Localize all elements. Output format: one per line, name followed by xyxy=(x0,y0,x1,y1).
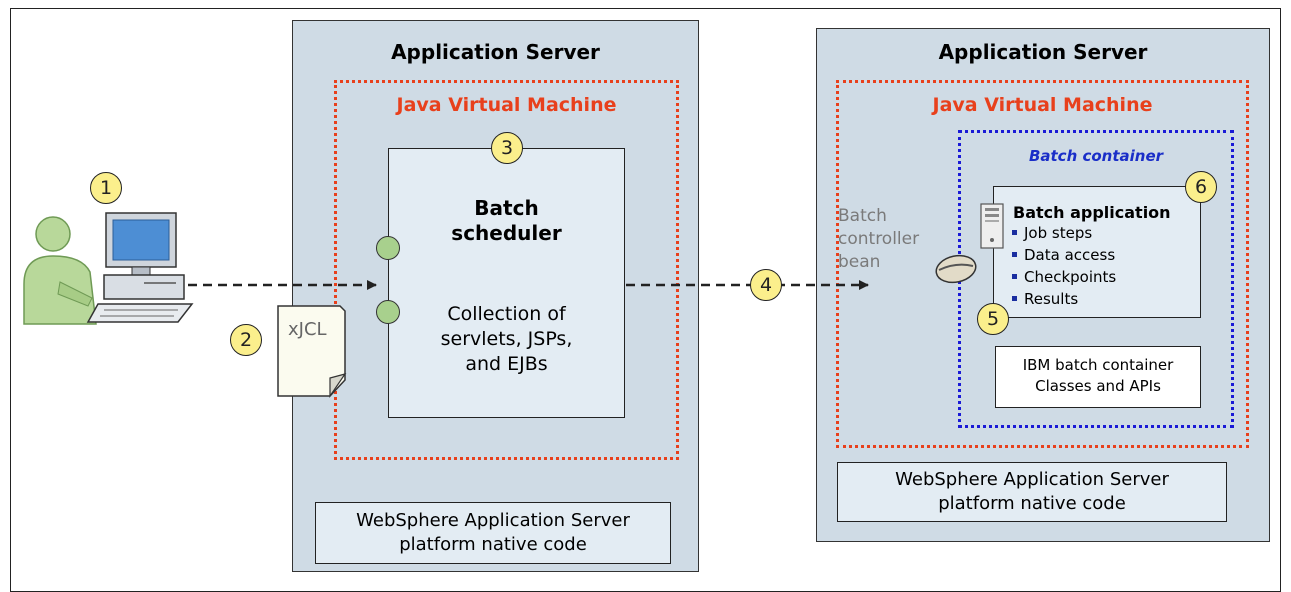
app-item-checkpoints: Checkpoints xyxy=(1010,266,1116,288)
batch-application-box xyxy=(993,186,1201,318)
right-native-code-box xyxy=(837,462,1227,522)
right-native-code-text: WebSphere Application Server platform na… xyxy=(837,468,1227,516)
ibm-batch-container-text: IBM batch container Classes and APIs xyxy=(995,355,1201,397)
batch-application-title: Batch application xyxy=(1013,203,1171,222)
app-item-results: Results xyxy=(1010,288,1116,310)
ibm-line2: Classes and APIs xyxy=(1035,377,1161,395)
right-native-line2: platform native code xyxy=(938,493,1126,514)
batch-scheduler-desc-line2: servlets, JSPs, xyxy=(440,328,573,350)
step-5-badge: 5 xyxy=(977,303,1009,335)
ibm-line1: IBM batch container xyxy=(1022,356,1174,374)
user-icon xyxy=(23,216,97,325)
left-jvm-title: Java Virtual Machine xyxy=(396,94,617,116)
batch-scheduler-box xyxy=(388,148,625,418)
server-tower-icon xyxy=(980,203,1004,249)
ibm-batch-container-box xyxy=(995,346,1201,408)
batch-scheduler-description: Collection of servlets, JSPs, and EJBs xyxy=(388,302,625,377)
left-native-line2: platform native code xyxy=(399,534,587,555)
controller-line1: Batch xyxy=(838,206,887,226)
left-native-line1: WebSphere Application Server xyxy=(356,510,630,531)
left-native-code-box xyxy=(315,502,671,564)
batch-controller-bean-label: Batch controller bean xyxy=(838,205,920,274)
xjcl-document-label: xJCL xyxy=(288,319,327,340)
batch-scheduler-desc-line1: Collection of xyxy=(447,303,566,325)
left-native-code-text: WebSphere Application Server platform na… xyxy=(315,509,671,557)
scheduler-connector-knob-top xyxy=(376,236,400,260)
right-jvm-title: Java Virtual Machine xyxy=(932,94,1153,116)
scheduler-connector-knob-bottom xyxy=(376,300,400,324)
batch-scheduler-title-line1: Batch xyxy=(474,196,539,220)
left-jvm xyxy=(334,80,679,460)
step-2-badge: 2 xyxy=(230,324,262,356)
batch-scheduler-desc-line3: and EJBs xyxy=(465,353,548,375)
computer-icon xyxy=(86,212,194,323)
batch-application-list: Job steps Data access Checkpoints Result… xyxy=(1010,222,1116,310)
controller-line2: controller xyxy=(838,229,920,249)
right-native-line1: WebSphere Application Server xyxy=(895,469,1169,490)
document-icon xyxy=(277,305,347,398)
step-6-badge: 6 xyxy=(1185,171,1217,203)
step-3-badge: 3 xyxy=(491,132,523,164)
batch-container-title: Batch container xyxy=(1028,147,1164,165)
batch-scheduler-title: Batch scheduler xyxy=(388,196,625,246)
right-server-title: Application Server xyxy=(938,40,1148,64)
right-jvm xyxy=(836,80,1249,448)
controller-line3: bean xyxy=(838,252,881,272)
step-4-badge: 4 xyxy=(750,269,782,301)
step-1-badge: 1 xyxy=(90,172,122,204)
app-item-data-access: Data access xyxy=(1010,244,1116,266)
batch-scheduler-title-line2: scheduler xyxy=(451,221,562,245)
app-item-job-steps: Job steps xyxy=(1010,222,1116,244)
left-server-title: Application Server xyxy=(391,40,600,64)
bean-icon xyxy=(935,254,977,284)
